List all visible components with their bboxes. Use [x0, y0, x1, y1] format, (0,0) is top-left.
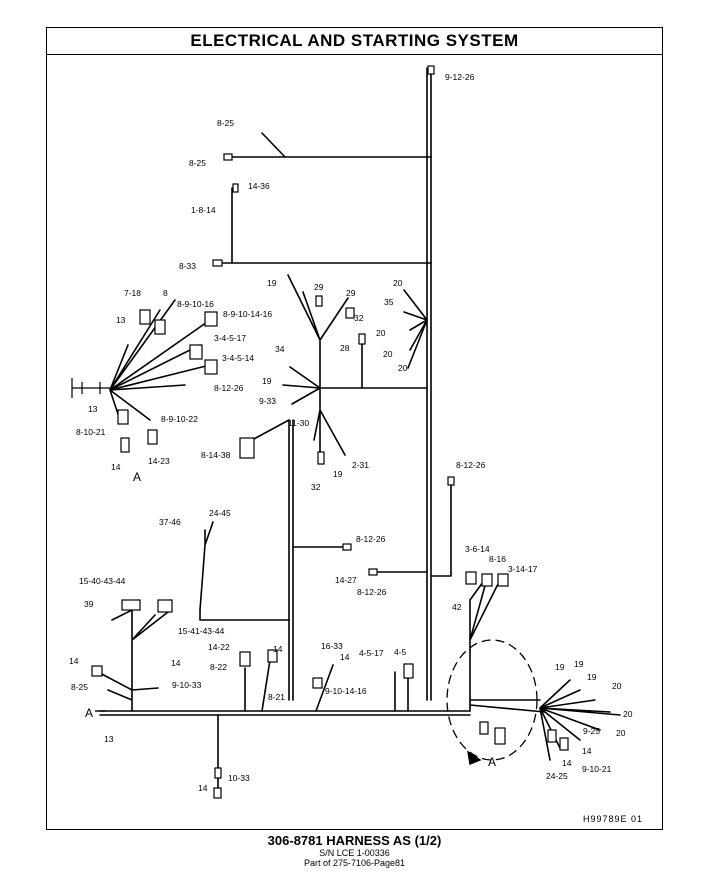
callout-11-30: 11-30: [288, 418, 309, 428]
callout-8-21: 8-21: [268, 692, 285, 702]
callout-3-14-17: 3-14-17: [508, 564, 538, 574]
callout-10-33: 10-33: [228, 773, 250, 783]
callout-3-6-14: 3-6-14: [465, 544, 490, 554]
drawing-id: H99789E 01: [583, 814, 644, 824]
callout-19: 19: [587, 672, 597, 682]
connectors: [91, 65, 569, 799]
callout-8: 8: [163, 288, 168, 298]
callout-19: 19: [267, 278, 277, 288]
callout-20: 20: [383, 349, 393, 359]
callout-9-10-33: 9-10-33: [172, 680, 202, 690]
section-arrows: [95, 710, 482, 765]
callout-37-46: 37-46: [159, 517, 181, 527]
callout-labels: 9-12-26 8-25 8-25 14-36 1-8-14 8-33 7-18…: [69, 72, 633, 793]
callout-top-9-12-26: 9-12-26: [445, 72, 475, 82]
callout-14: 14: [562, 758, 572, 768]
footer-serial-line: S/N LCE 1-00336: [319, 848, 390, 858]
callout-14: 14: [582, 746, 592, 756]
callout-19: 19: [555, 662, 565, 672]
callout-4-5-17: 4-5-17: [359, 648, 384, 658]
callout-14: 14: [69, 656, 79, 666]
callout-13: 13: [116, 315, 126, 325]
callout-14: 14: [273, 644, 283, 654]
section-a-label-bottom: A: [488, 755, 496, 769]
callout-15-41-43-44: 15-41-43-44: [178, 626, 225, 636]
callout-16-33: 16-33: [321, 641, 343, 651]
callout-8-33: 8-33: [179, 261, 196, 271]
callout-19: 19: [333, 469, 343, 479]
callout-35: 35: [384, 297, 394, 307]
section-a-label-top: A: [133, 470, 141, 484]
callout-32: 32: [354, 313, 364, 323]
callout-24-25: 24-25: [546, 771, 568, 781]
callout-3-4-5-14: 3-4-5-14: [222, 353, 254, 363]
callout-28: 28: [340, 343, 350, 353]
callout-19: 19: [262, 376, 272, 386]
callout-14: 14: [198, 783, 208, 793]
callout-8-12-26: 8-12-26: [456, 460, 486, 470]
callout-8-16: 8-16: [489, 554, 506, 564]
callout-9-10-21: 9-10-21: [582, 764, 612, 774]
callout-14-22: 14-22: [208, 642, 230, 652]
callout-8-9-10-16: 8-9-10-16: [177, 299, 214, 309]
drawing-frame: [46, 27, 663, 830]
callout-8-12-26: 8-12-26: [214, 383, 244, 393]
callout-7-18: 7-18: [124, 288, 141, 298]
callout-14: 14: [171, 658, 181, 668]
ground-marker-left: [71, 378, 110, 398]
callout-13: 13: [104, 734, 114, 744]
callout-14-36: 14-36: [248, 181, 270, 191]
callout-20: 20: [612, 681, 622, 691]
callout-42: 42: [452, 602, 462, 612]
callout-29: 29: [314, 282, 324, 292]
callout-20: 20: [398, 363, 408, 373]
section-a-label-left: A: [85, 706, 93, 720]
callout-20: 20: [623, 709, 633, 719]
callout-14-23: 14-23: [148, 456, 170, 466]
callout-3-4-5-17: 3-4-5-17: [214, 333, 246, 343]
callout-15-40-43-44: 15-40-43-44: [79, 576, 126, 586]
callout-14-27: 14-27: [335, 575, 357, 585]
callout-8-25: 8-25: [189, 158, 206, 168]
callout-8-25: 8-25: [217, 118, 234, 128]
callout-14: 14: [111, 462, 121, 472]
callout-8-10-21: 8-10-21: [76, 427, 106, 437]
callout-8-12-26: 8-12-26: [357, 587, 387, 597]
callout-39: 39: [84, 599, 94, 609]
callout-20: 20: [376, 328, 386, 338]
page-title: ELECTRICAL AND STARTING SYSTEM: [46, 27, 663, 55]
callout-8-9-10-22: 8-9-10-22: [161, 414, 198, 424]
callout-34: 34: [275, 344, 285, 354]
dashed-circle: [446, 639, 538, 761]
callout-8-9-10-14-16: 8-9-10-14-16: [223, 309, 272, 319]
callout-29: 29: [346, 288, 356, 298]
callout-9-25: 9-25: [583, 726, 600, 736]
callout-32: 32: [311, 482, 321, 492]
callout-8-22: 8-22: [210, 662, 227, 672]
callout-20: 20: [616, 728, 626, 738]
callout-24-45: 24-45: [209, 508, 231, 518]
callout-9-10-14-16: 9-10-14-16: [325, 686, 367, 696]
footer-reference-line: Part of 275-7106-Page81: [303, 858, 406, 868]
callout-19: 19: [574, 659, 584, 669]
footer-part-line: 306-8781 HARNESS AS (1/2): [267, 833, 442, 848]
callout-9-33: 9-33: [259, 396, 276, 406]
callout-8-25: 8-25: [71, 682, 88, 692]
callout-8-14-38: 8-14-38: [201, 450, 231, 460]
footer: 306-8781 HARNESS AS (1/2) S/N LCE 1-0033…: [0, 833, 709, 869]
callout-8-12-26: 8-12-26: [356, 534, 386, 544]
callout-1-8-14: 1-8-14: [191, 205, 216, 215]
callout-20: 20: [393, 278, 403, 288]
callout-2-31: 2-31: [352, 460, 369, 470]
callout-13: 13: [88, 404, 98, 414]
callout-4-5: 4-5: [394, 647, 407, 657]
callout-14: 14: [340, 652, 350, 662]
